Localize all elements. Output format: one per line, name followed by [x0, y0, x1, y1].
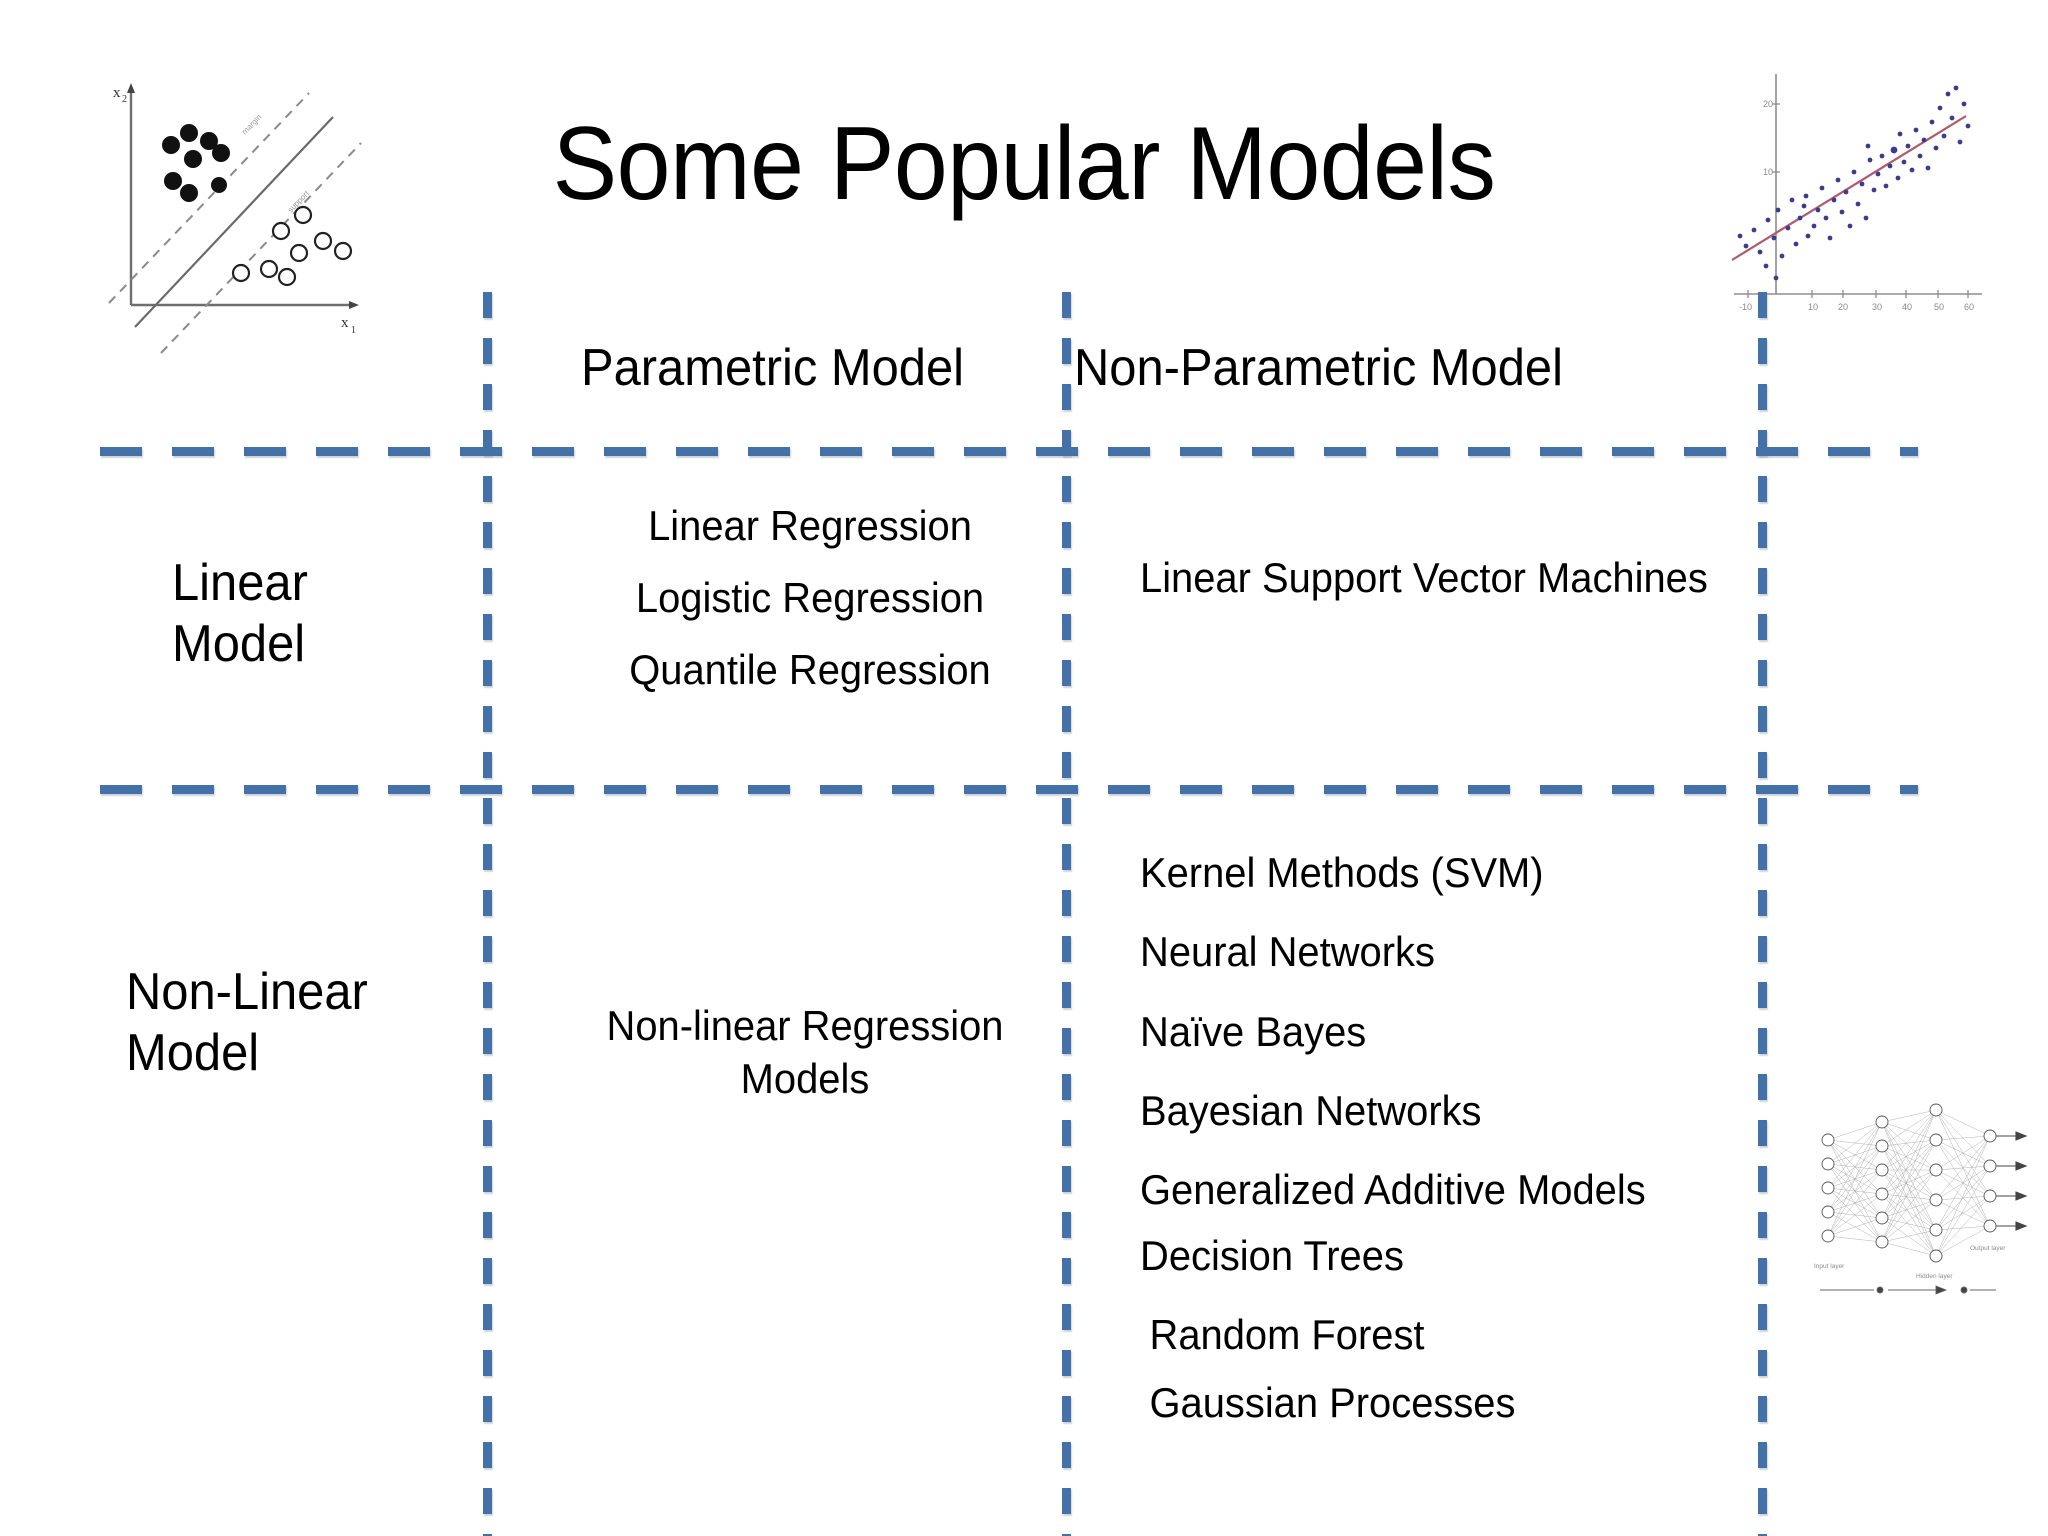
svg-text:50: 50 — [1934, 302, 1944, 312]
svg-text:Hidden layer: Hidden layer — [1916, 1273, 1953, 1280]
cell-non-linear-non-parametric: Kernel Methods (SVM) Neural Networks Naï… — [1140, 850, 1729, 1447]
list-item: Gaussian Processes — [1149, 1378, 1516, 1426]
svg-text:60: 60 — [1964, 302, 1974, 312]
svg-text:30: 30 — [1872, 302, 1882, 312]
list-item: Generalized Additive Models — [1140, 1166, 1646, 1214]
list-item: Naïve Bayes — [1140, 1007, 1367, 1055]
svm-margin-scatter-plot: x 2 x 1 — [95, 65, 385, 355]
grid-divider-vertical-1 — [483, 292, 492, 1536]
svg-text:10: 10 — [1763, 167, 1773, 177]
svg-text:margin: margin — [240, 113, 263, 137]
list-item: Bayesian Networks — [1140, 1087, 1482, 1135]
row-header-linear-model: Linear Model — [172, 553, 473, 676]
row-header-linear-model-line1: Linear — [172, 554, 308, 612]
grid-divider-vertical-2 — [1062, 292, 1071, 1536]
grid-divider-vertical-3 — [1758, 292, 1767, 1536]
column-header-parametric: Parametric Model — [580, 339, 965, 397]
list-item: Kernel Methods (SVM) — [1140, 849, 1544, 896]
row-header-non-linear-model-line1: Non-Linear — [126, 963, 368, 1021]
page-title: Some Popular Models — [552, 106, 1496, 222]
list-item: Decision Trees — [1140, 1231, 1404, 1279]
svg-text:x: x — [113, 85, 121, 101]
list-item: Random Forest — [1149, 1311, 1425, 1359]
svg-text:x: x — [341, 315, 349, 331]
row-header-non-linear-model-line2: Model — [126, 1024, 260, 1083]
column-header-non-parametric: Non-Parametric Model — [1074, 339, 1563, 397]
list-item: Quantile Regression — [629, 646, 991, 693]
grid-divider-horizontal-2 — [100, 785, 1918, 794]
svg-text:20: 20 — [1763, 99, 1773, 109]
row-header-non-linear-model: Non-Linear Model — [126, 962, 483, 1085]
cell-linear-non-parametric: Linear Support Vector Machines — [1140, 552, 1710, 603]
svg-text:-10: -10 — [1739, 302, 1752, 312]
svg-text:20: 20 — [1838, 302, 1848, 312]
cell-non-linear-parametric: Non-linear Regression Models — [577, 1000, 1033, 1105]
svg-text:2: 2 — [122, 94, 127, 105]
svg-text:Output layer: Output layer — [1970, 1245, 2006, 1252]
svg-text:Input layer: Input layer — [1814, 1263, 1845, 1270]
list-item: Logistic Regression — [635, 574, 985, 621]
svg-text:1: 1 — [351, 325, 356, 336]
svg-text:40: 40 — [1902, 302, 1912, 312]
row-header-linear-model-line2: Model — [172, 615, 306, 674]
list-item: Linear Regression — [648, 502, 972, 549]
list-item: Linear Support Vector Machines — [1140, 554, 1708, 601]
grid-divider-horizontal-1 — [100, 447, 1918, 456]
list-item: Neural Networks — [1140, 928, 1435, 976]
svg-text:10: 10 — [1808, 302, 1818, 312]
linear-regression-scatter-plot: -10 10 20 30 40 50 60 20 10 — [1730, 60, 2020, 330]
neural-network-diagram: Input layer Hidden layer Output layer — [1812, 1100, 2044, 1300]
cell-linear-parametric: Linear Regression Logistic Regression Qu… — [587, 505, 1034, 721]
list-item: Non-linear Regression Models — [606, 1002, 1004, 1102]
